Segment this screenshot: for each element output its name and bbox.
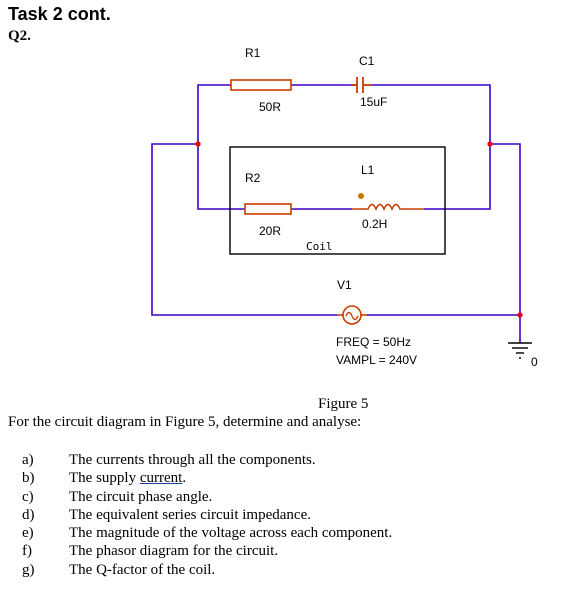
coil-box: [229, 146, 446, 255]
underlined-word: current: [139, 470, 183, 487]
circuit-wires: [151, 84, 521, 343]
node-right: [487, 141, 493, 147]
item-text-end: .: [182, 470, 187, 487]
item-text: The magnitude of the voltage across each…: [69, 525, 393, 542]
ground-label: 0: [531, 355, 538, 369]
item-letter: f): [22, 543, 32, 560]
c1-value: 15uF: [360, 95, 387, 109]
r2-value: 20R: [259, 224, 281, 238]
l1-value: 0.2H: [362, 217, 387, 231]
item-text: The equivalent series circuit impedance.: [69, 506, 311, 523]
coil-label: Coil: [306, 240, 333, 253]
r1-value: 50R: [259, 100, 281, 114]
item-text: The circuit phase angle.: [69, 488, 213, 505]
r2-resistor: [244, 203, 292, 215]
l1-name: L1: [361, 163, 375, 177]
l1-inductor: [352, 193, 424, 211]
item-text: The phasor diagram for the circuit.: [69, 543, 279, 560]
r1-resistor: [230, 79, 292, 91]
item-letter: g): [22, 561, 35, 578]
r1-name: R1: [245, 46, 261, 60]
question-intro: For the circuit diagram in Figure 5, det…: [8, 414, 362, 430]
item-text: The Q-factor of the coil.: [69, 561, 216, 578]
item-text-start: The supply: [69, 470, 140, 487]
circuit-diagram: R1 50R C1 15uF Coil R2 20R L1 0.2H V1 FR…: [151, 46, 538, 369]
node-ground: [517, 312, 523, 318]
item-letter: a): [22, 452, 34, 468]
c1-capacitor: [351, 77, 371, 93]
item-letter: e): [22, 525, 34, 542]
ground-symbol: [508, 342, 532, 359]
question-number: Q2.: [8, 28, 31, 44]
c1-name: C1: [359, 54, 375, 68]
item-letter: b): [22, 470, 35, 487]
figure-caption: Figure 5: [318, 396, 369, 412]
node-left: [195, 141, 201, 147]
item-text: The currents through all the components.: [69, 452, 316, 468]
v1-freq: FREQ = 50Hz: [336, 335, 411, 349]
item-letter: d): [22, 506, 35, 523]
v1-vampl: VAMPL = 240V: [336, 353, 417, 367]
item-text: The supply current.: [69, 469, 186, 487]
v1-name: V1: [337, 278, 352, 292]
task-heading: Task 2 cont.: [8, 4, 111, 24]
r2-name: R2: [245, 171, 261, 185]
v1-ac-source: [337, 305, 367, 325]
item-letter: c): [22, 488, 34, 505]
